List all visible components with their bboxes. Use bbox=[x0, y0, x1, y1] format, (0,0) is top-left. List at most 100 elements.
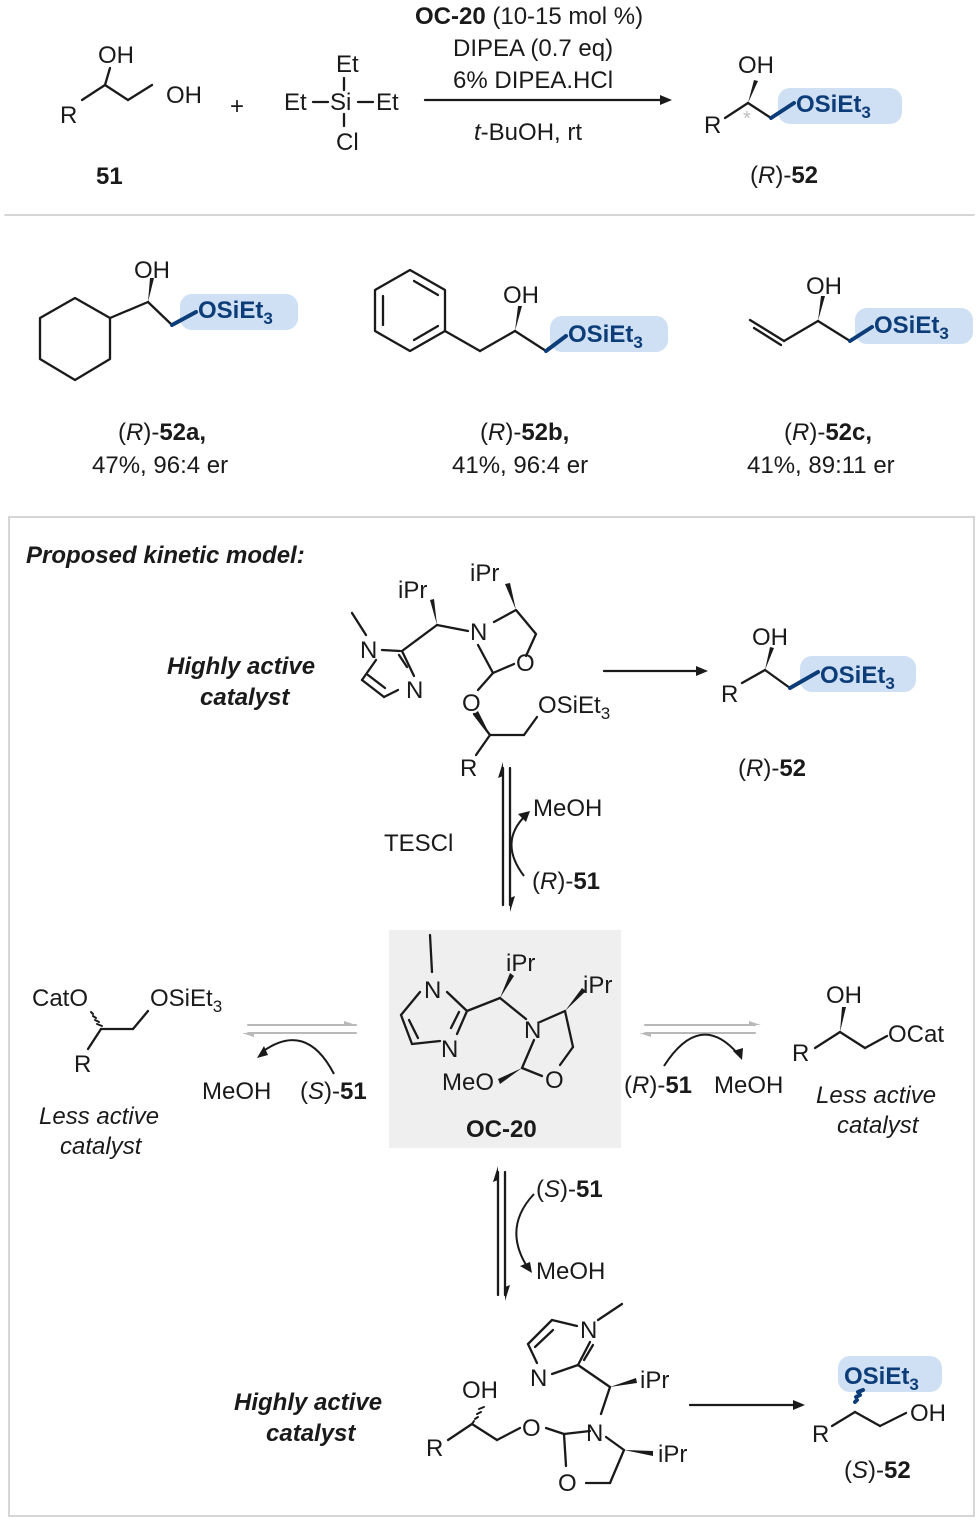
base-label: DIPEA (0.7 eq) bbox=[453, 35, 613, 62]
upper-equilibrium: TESCl MeOH (R)-51 bbox=[384, 762, 602, 912]
right-equilibrium: (R)-51 MeOH bbox=[624, 1021, 783, 1099]
svg-text:OC-20 (10-15 mol %): OC-20 (10-15 mol %) bbox=[415, 3, 643, 30]
atom-ipr: iPr bbox=[506, 950, 535, 977]
product-config: R bbox=[758, 162, 775, 189]
additive-label: 6% DIPEA.HCl bbox=[453, 67, 613, 94]
atom-n: N bbox=[360, 637, 377, 664]
kinetic-model-panel bbox=[8, 516, 975, 1517]
example-result: 41%, 96:4 er bbox=[452, 452, 588, 479]
svg-text:(R)-52: (R)-52 bbox=[750, 162, 818, 189]
less-active-label: catalyst bbox=[837, 1112, 920, 1139]
atom-r: R bbox=[721, 681, 738, 708]
bottom-highly-active-catalyst: Highly active catalyst N N iPr N iPr O O… bbox=[234, 1302, 687, 1497]
product-id: 52 bbox=[791, 162, 818, 189]
svg-text:(R)-51: (R)-51 bbox=[532, 868, 600, 895]
lower-equilibrium: (S)-51 MeOH bbox=[493, 1166, 605, 1301]
less-active-label: catalyst bbox=[60, 1133, 143, 1160]
atom-oh: OH bbox=[738, 52, 774, 79]
svg-text:OSiEt3: OSiEt3 bbox=[874, 312, 949, 343]
svg-text:t-BuOH, rt: t-BuOH, rt bbox=[474, 119, 582, 146]
bottom-product-s52: OSiEt3 OH R (S)-52 bbox=[812, 1356, 946, 1484]
svg-text:(R)-52c,: (R)-52c, bbox=[784, 419, 872, 446]
svg-text:(R)-52b,: (R)-52b, bbox=[480, 419, 569, 446]
catalyst-name: OC-20 bbox=[415, 3, 486, 30]
top-product-r52: OH R OSiEt3 (R)-52 bbox=[721, 624, 916, 782]
atom-ipr: iPr bbox=[658, 1441, 687, 1468]
silane-et-left: Et bbox=[284, 89, 307, 116]
atom-n: N bbox=[406, 677, 423, 704]
atom-oh: OH bbox=[910, 1400, 946, 1427]
atom-oh: OH bbox=[462, 1377, 498, 1404]
atom-oh: OH bbox=[752, 624, 788, 651]
example-52c: OH OSiEt3 (R)-52c, 41%, 89:11 er bbox=[747, 273, 973, 479]
diol-51-structure: OH OH R 51 bbox=[60, 42, 202, 190]
atom-osiet: OSiEt bbox=[796, 91, 861, 118]
example-result: 47%, 96:4 er bbox=[92, 452, 228, 479]
subscript-3: 3 bbox=[861, 103, 870, 122]
silane-et-top: Et bbox=[336, 51, 359, 78]
svg-text:(R)-52: (R)-52 bbox=[738, 755, 806, 782]
atom-o: O bbox=[522, 1415, 541, 1442]
top-highly-active-catalyst: Highly active catalyst N N iPr N iPr O O… bbox=[167, 560, 610, 782]
catalyst-label: OC-20 bbox=[466, 1116, 537, 1143]
atom-ipr: iPr bbox=[398, 577, 427, 604]
example-52b: OH OSiEt3 (R)-52b, 41%, 96:4 er bbox=[373, 268, 668, 479]
svg-text:(S)-51: (S)-51 bbox=[536, 1176, 603, 1203]
atom-r: R bbox=[426, 1435, 443, 1462]
atom-n: N bbox=[441, 1036, 458, 1063]
atom-oh: OH bbox=[134, 257, 170, 284]
atom-cato: CatO bbox=[32, 985, 88, 1012]
svg-text:OSiEt3: OSiEt3 bbox=[796, 91, 871, 122]
atom-osiet: OSiEt bbox=[538, 692, 601, 719]
atom-o: O bbox=[516, 650, 535, 677]
less-active-label: Less active bbox=[39, 1103, 159, 1130]
atom-n: N bbox=[586, 1420, 603, 1447]
silane-si: Si bbox=[330, 89, 351, 116]
atom-ipr: iPr bbox=[583, 972, 612, 999]
svg-text:OSiEt3: OSiEt3 bbox=[820, 662, 895, 693]
atom-ipr: iPr bbox=[640, 1367, 669, 1394]
atom-r: R bbox=[704, 112, 721, 139]
svg-text:(S)-52: (S)-52 bbox=[844, 1457, 911, 1484]
atom-oh: OH bbox=[826, 982, 862, 1009]
catalyst-oc20: N N iPr N iPr O MeO OC-20 bbox=[389, 930, 621, 1148]
highly-active-label: catalyst bbox=[200, 684, 290, 711]
meoh-label: MeOH bbox=[202, 1078, 271, 1105]
reaction-arrowhead bbox=[660, 95, 672, 105]
atom-n: N bbox=[524, 1017, 541, 1044]
atom-o: O bbox=[558, 1470, 577, 1497]
stereocenter-asterisk: * bbox=[743, 108, 751, 130]
silane-cl: Cl bbox=[336, 129, 359, 156]
highly-active-label: Highly active bbox=[234, 1389, 382, 1416]
left-equilibrium: MeOH (S)-51 bbox=[202, 1021, 367, 1105]
example-52a: OH OSiEt3 (R)-52a, 47%, 96:4 er bbox=[38, 257, 298, 479]
svg-text:OSiEt3: OSiEt3 bbox=[150, 985, 222, 1016]
atom-r: R bbox=[792, 1040, 809, 1067]
atom-r: R bbox=[74, 1051, 91, 1078]
solvent-prefix: t bbox=[474, 119, 482, 146]
atom-n: N bbox=[530, 1365, 547, 1392]
kinetic-model-title: Proposed kinetic model: bbox=[26, 542, 305, 569]
svg-text:(S)-51: (S)-51 bbox=[300, 1078, 367, 1105]
meoh-label: MeOH bbox=[714, 1072, 783, 1099]
svg-text:OSiEt3: OSiEt3 bbox=[844, 1363, 919, 1394]
left-less-active-catalyst: CatO OSiEt3 R Less active catalyst bbox=[32, 985, 222, 1160]
plus-sign: + bbox=[230, 93, 244, 120]
silyl-highlight bbox=[778, 88, 902, 124]
reaction-conditions: OC-20 (10-15 mol %) DIPEA (0.7 eq) 6% DI… bbox=[415, 3, 672, 146]
svg-text:(R)-51: (R)-51 bbox=[624, 1072, 692, 1099]
atom-oh: OH bbox=[806, 273, 842, 300]
atom-r: R bbox=[460, 755, 477, 782]
svg-text:(R)-52a,: (R)-52a, bbox=[118, 419, 206, 446]
highly-active-label: catalyst bbox=[266, 1420, 356, 1447]
atom-osiet: OSiEt bbox=[150, 985, 213, 1012]
atom-ocat: OCat bbox=[888, 1021, 944, 1048]
tescl-label: TESCl bbox=[384, 830, 453, 857]
atom-r: R bbox=[812, 1421, 829, 1448]
svg-text:OSiEt3: OSiEt3 bbox=[198, 297, 273, 328]
atom-o: O bbox=[462, 690, 481, 717]
product-r52-structure: OH R * OSiEt3 (R)-52 bbox=[704, 52, 902, 189]
meoh-label: MeOH bbox=[533, 795, 602, 822]
right-less-active-catalyst: OH R OCat Less active catalyst bbox=[792, 982, 944, 1139]
